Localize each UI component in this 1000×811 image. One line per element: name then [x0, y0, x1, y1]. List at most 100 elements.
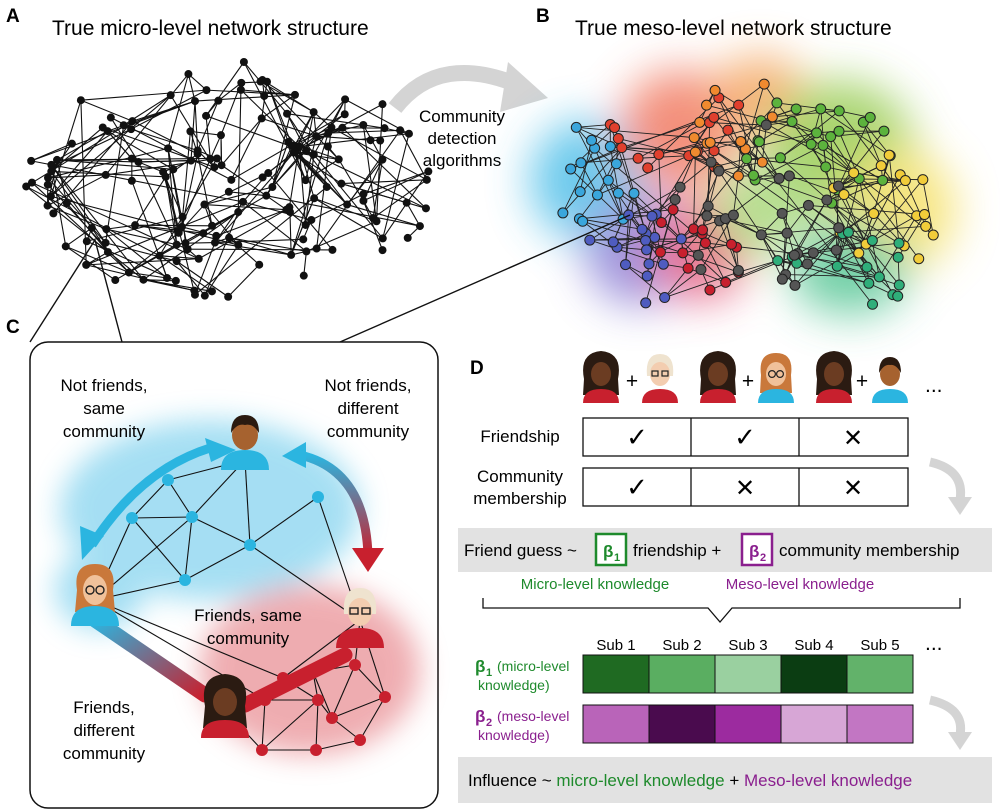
micro-edge	[25, 185, 160, 257]
micro-node	[206, 154, 215, 163]
friendship-row: ✓ ✓ ✕	[582, 417, 909, 457]
meso-edge	[826, 199, 900, 244]
micro-edge	[50, 100, 82, 197]
avatar-bottom-person-curly-icon	[201, 674, 249, 738]
micro-edge	[346, 159, 383, 205]
meso-edge	[794, 254, 868, 268]
meso-node	[586, 134, 598, 146]
micro-edge	[80, 89, 207, 101]
micro-edge	[305, 154, 315, 226]
micro-node	[127, 176, 136, 185]
beta2-cell	[648, 704, 716, 744]
meso-node	[838, 189, 850, 201]
panel-c-edge	[249, 544, 361, 621]
micro-edge	[294, 151, 307, 181]
meso-node	[669, 194, 681, 206]
panel-c-blue-node	[179, 574, 191, 586]
label-nf-diff-3: community	[327, 422, 410, 441]
panel-c-red-node	[310, 744, 322, 756]
bar-friends-same	[237, 647, 353, 713]
micro-node	[302, 146, 311, 155]
meso-node	[704, 284, 716, 296]
subject-header: Sub 3	[728, 637, 767, 654]
micro-edge	[289, 211, 292, 255]
micro-node	[338, 123, 347, 132]
micro-edge	[57, 159, 139, 163]
micro-node	[76, 96, 85, 105]
micro-edge	[134, 176, 167, 226]
panel-c-edge	[131, 479, 169, 519]
micro-edge	[132, 120, 198, 155]
micro-node	[164, 144, 173, 153]
micro-edge	[132, 100, 196, 122]
micro-edge	[231, 113, 346, 181]
meso-edge	[776, 102, 827, 168]
micro-edge	[80, 100, 87, 265]
micro-edge	[216, 209, 287, 237]
micro-edge	[65, 245, 116, 281]
micro-node	[260, 91, 269, 100]
meso-node	[722, 124, 734, 136]
micro-node	[46, 192, 55, 201]
meso-edge	[718, 161, 763, 172]
meso-edge	[853, 172, 934, 236]
meso-node	[771, 97, 783, 109]
meso-edge	[687, 267, 726, 283]
avatar-d-elder-icon	[642, 354, 678, 403]
meso-node	[755, 229, 767, 241]
meso-node	[688, 223, 700, 235]
panel-c-edge	[94, 599, 284, 679]
friendship-cell-1: ✓	[626, 423, 648, 453]
panel-c-edge	[331, 696, 386, 719]
micro-edge	[399, 130, 428, 181]
meso-edge	[658, 154, 662, 223]
micro-edge	[305, 111, 315, 151]
meso-edge	[759, 121, 793, 143]
beta1-cell	[846, 654, 914, 694]
micro-edge	[50, 171, 93, 229]
meso-edge	[664, 269, 702, 298]
zoom-line-right	[339, 214, 631, 343]
avatar-d-curly-2-icon	[700, 351, 736, 403]
beta1-badge	[594, 532, 628, 567]
micro-node	[49, 209, 58, 218]
micro-edge	[105, 242, 177, 262]
micro-node	[53, 155, 62, 164]
micro-node	[301, 220, 310, 229]
panel-c-red-node	[379, 691, 391, 703]
micro-edge	[406, 202, 421, 227]
micro-edge	[52, 128, 132, 167]
micro-edge	[107, 130, 133, 160]
micro-node	[334, 155, 343, 164]
micro-edge	[50, 195, 239, 246]
meso-edge	[835, 186, 839, 251]
meso-edge	[745, 83, 765, 150]
meso-node	[832, 180, 844, 192]
meso-edge	[580, 162, 598, 196]
micro-edge	[209, 134, 222, 160]
avatar-left-person-glasses-icon	[71, 564, 119, 626]
micro-node	[337, 179, 346, 188]
micro-node	[396, 126, 405, 135]
bracket	[482, 598, 961, 623]
meso-edge	[575, 127, 624, 220]
micro-edge	[313, 112, 317, 137]
micro-edge	[106, 228, 177, 246]
micro-edge	[214, 151, 296, 243]
meso-edge	[820, 108, 890, 156]
meso-node	[913, 253, 925, 265]
micro-node	[376, 136, 385, 145]
micro-node	[217, 161, 226, 170]
micro-node	[310, 194, 319, 203]
meso-node	[842, 226, 854, 238]
micro-edge	[266, 195, 421, 227]
meso-edge	[562, 147, 623, 214]
micro-node	[366, 136, 375, 145]
meso-edge	[776, 102, 840, 112]
micro-node	[236, 85, 245, 94]
micro-node	[207, 287, 216, 296]
row-label-community-2: membership	[473, 489, 567, 508]
label-nf-diff-2: different	[337, 399, 398, 418]
panel-c-edge	[131, 517, 186, 581]
